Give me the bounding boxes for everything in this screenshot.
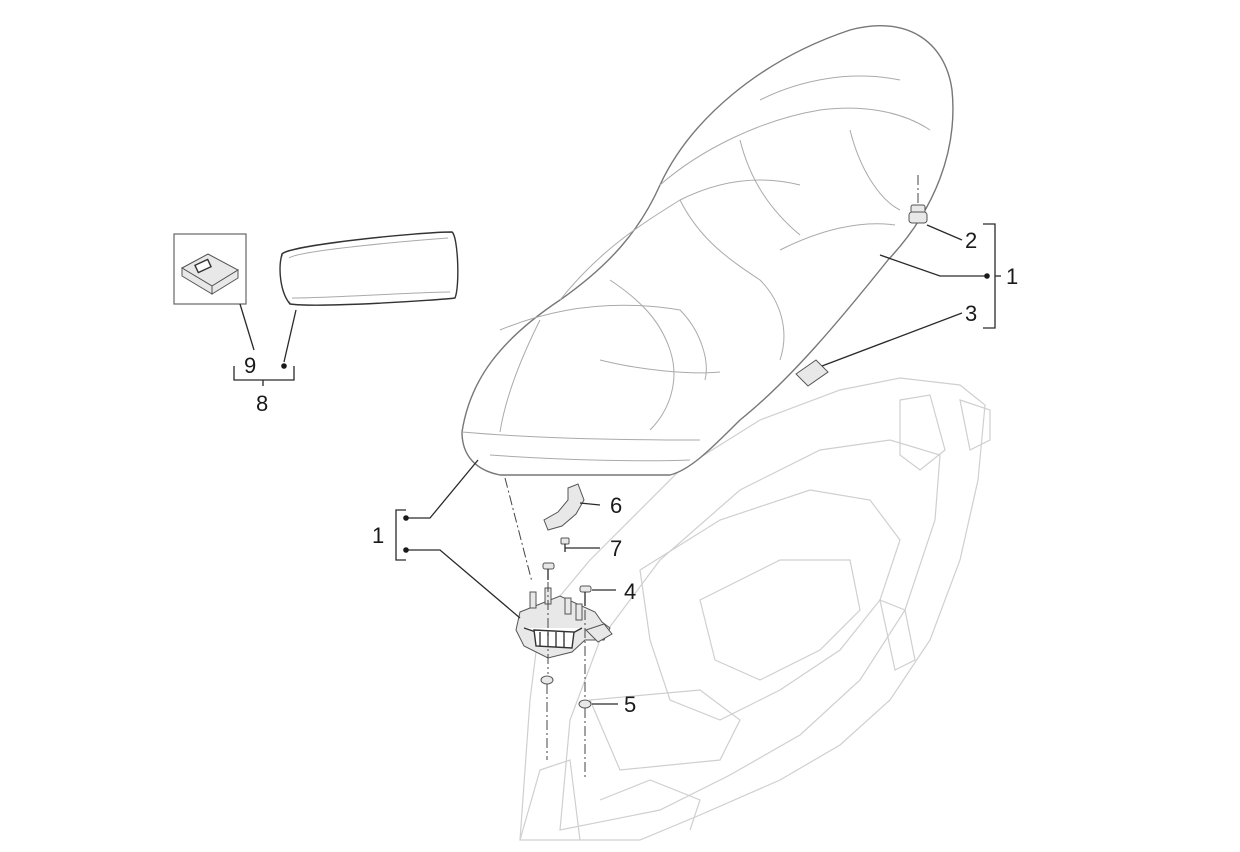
callout-8: 8 xyxy=(256,391,268,416)
leader-lines xyxy=(233,223,1001,705)
callout-1-left: 1 xyxy=(372,523,384,548)
part-8-document-bag xyxy=(279,231,459,306)
storage-compartment-frame xyxy=(519,377,991,841)
callout-4: 4 xyxy=(624,579,636,604)
part-4-screws xyxy=(542,562,592,606)
part-2-rubber-bumper xyxy=(908,175,928,224)
part-3-clip xyxy=(795,359,829,387)
seat xyxy=(461,25,954,476)
callout-6: 6 xyxy=(610,493,622,518)
assembly-centerlines xyxy=(504,477,586,778)
callout-labels: 1 2 3 1 4 5 6 7 8 9 xyxy=(244,228,1018,717)
callout-1-right: 1 xyxy=(1006,264,1018,289)
part-5-washers xyxy=(540,675,592,709)
part-6-hook-bracket xyxy=(543,483,585,531)
callout-2: 2 xyxy=(965,228,977,253)
callout-9: 9 xyxy=(244,353,256,378)
callout-5: 5 xyxy=(624,692,636,717)
callout-7: 7 xyxy=(610,536,622,561)
part-9-holder-box xyxy=(173,233,247,305)
callout-3: 3 xyxy=(965,301,977,326)
part-7-screw xyxy=(560,537,570,552)
